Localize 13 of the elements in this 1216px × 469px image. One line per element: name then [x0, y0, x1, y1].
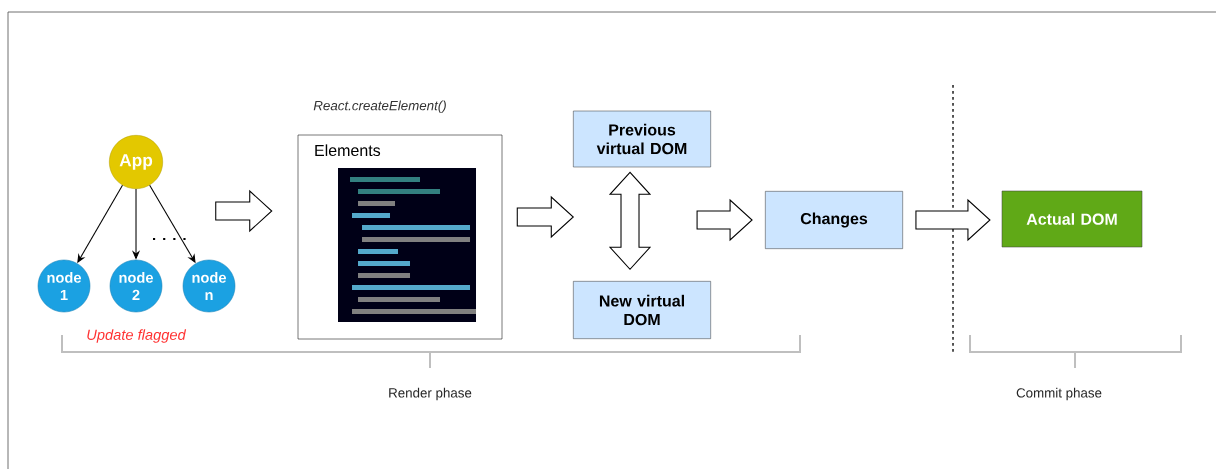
process-box: Previous virtual DOM: [573, 110, 711, 168]
phase-label: Commit phase: [1016, 387, 1102, 401]
block-arrow: [696, 198, 753, 242]
block-arrow: [915, 198, 991, 242]
process-box: Actual DOM: [1001, 190, 1143, 248]
phase-label: Render phase: [389, 387, 472, 401]
process-box: New virtual DOM: [573, 281, 711, 339]
block-arrow: [516, 195, 575, 239]
caption-text: React.createElement(): [313, 100, 446, 113]
block-arrow: [608, 171, 652, 271]
block-arrow: [215, 189, 273, 233]
process-box: Changes: [765, 191, 903, 249]
annotation-text: Update flagged: [87, 329, 187, 343]
